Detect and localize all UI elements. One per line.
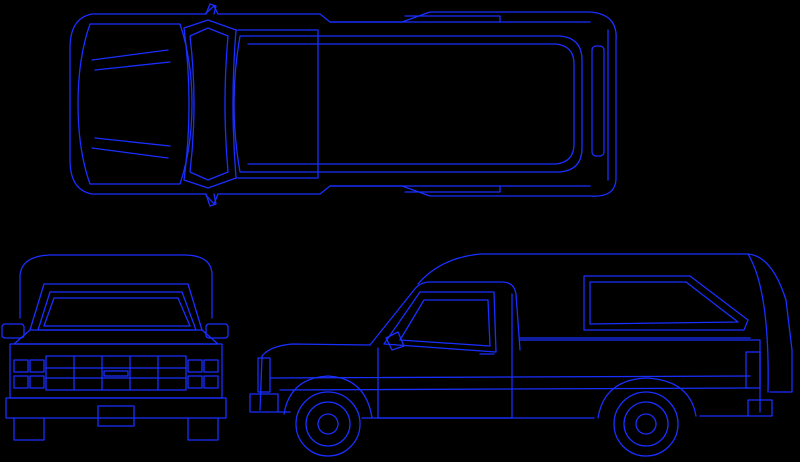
side-door: [377, 293, 513, 419]
top-camper-inner: [247, 43, 575, 165]
front-mirror-left: [1, 323, 25, 339]
top-cab-roof: [235, 29, 319, 179]
side-front-tire: [295, 391, 361, 457]
side-front-tire-inner: [305, 401, 351, 447]
top-camper-shell: [233, 35, 583, 173]
side-rear-bumper: [747, 399, 773, 417]
side-rear-tire: [613, 391, 679, 457]
truck-side-view: [249, 253, 793, 457]
front-headlight-left-1: [13, 359, 29, 373]
top-hood-crease-3: [94, 61, 171, 71]
side-body-line-2: [279, 387, 751, 391]
top-body-outline: [69, 5, 617, 205]
front-tire-right: [187, 417, 219, 441]
side-front-wheel-arch: [283, 375, 373, 419]
side-camper-window-inner: [589, 281, 739, 325]
top-hood-crease-1: [91, 49, 169, 61]
side-mirror: [385, 331, 405, 351]
side-camper-window: [583, 275, 749, 331]
side-cab-outline: [369, 281, 521, 351]
side-rear-tire-inner: [623, 401, 669, 447]
top-step-left: [404, 15, 501, 23]
truck-front-view: [1, 254, 229, 441]
front-headlight-left-2: [29, 359, 45, 373]
top-mirror-left: [205, 3, 217, 15]
top-windshield-inner: [189, 27, 229, 181]
top-step-right: [404, 185, 501, 193]
front-mirror-right: [205, 323, 229, 339]
top-mirror-right: [205, 193, 217, 207]
side-body-line: [269, 375, 751, 379]
front-cab-outline: [29, 283, 203, 331]
side-hood: [259, 343, 371, 411]
side-rear-hub: [635, 413, 657, 435]
side-camper-rear: [747, 253, 769, 393]
front-headlight-right-1: [187, 359, 203, 373]
side-grille: [257, 357, 271, 393]
front-camper-shell: [19, 254, 213, 319]
side-camper-shell: [417, 253, 793, 393]
front-windshield-inner: [43, 297, 191, 327]
side-rear-wheel-arch: [597, 377, 697, 419]
front-emblem: [103, 370, 129, 377]
front-headlight-right-4: [203, 375, 219, 389]
front-headlight-right-2: [203, 359, 219, 373]
side-tail-light: [745, 351, 761, 389]
front-license-plate: [97, 405, 135, 427]
front-headlight-left-4: [29, 375, 45, 389]
side-front-bumper: [249, 393, 279, 413]
front-tire-left: [13, 417, 45, 441]
top-hood: [77, 23, 193, 185]
front-bumper: [5, 397, 227, 419]
side-window: [383, 291, 497, 353]
front-headlight-left-3: [13, 375, 29, 389]
front-headlight-right-3: [187, 375, 203, 389]
front-grille: [45, 355, 187, 391]
side-front-hub: [317, 413, 339, 435]
top-rear-light-left: [591, 45, 605, 157]
top-hood-crease-4: [94, 137, 171, 147]
top-hood-crease-2: [91, 147, 169, 159]
front-hood: [13, 329, 219, 345]
truck-top-view: [69, 3, 617, 207]
side-window-inner: [399, 299, 491, 347]
